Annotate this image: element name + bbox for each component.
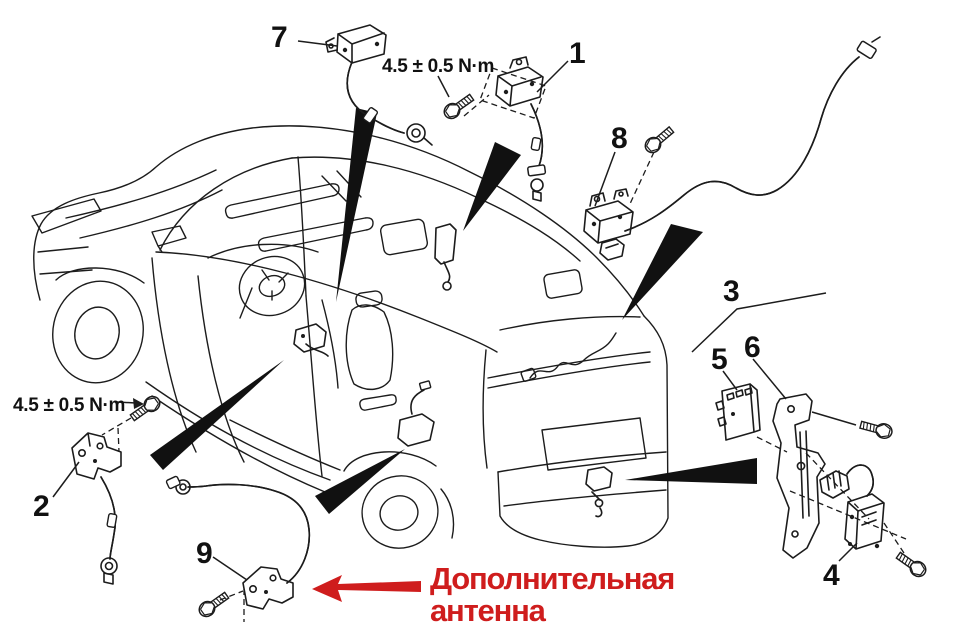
bolt-icon bbox=[440, 90, 477, 123]
roof-rail-1 bbox=[224, 183, 340, 219]
torque-label-left: 4.5 ± 0.5 N·m bbox=[13, 395, 125, 416]
front-wheel-hub bbox=[74, 306, 120, 360]
leader-torque-left bbox=[116, 401, 137, 404]
pointer-wedge-tailgate bbox=[625, 458, 757, 484]
callout-4: 4 bbox=[823, 559, 840, 592]
callout-2: 2 bbox=[33, 490, 50, 523]
red-arrow bbox=[312, 575, 421, 602]
annotation-line1: Дополнительная bbox=[430, 561, 674, 596]
part-7-grommet bbox=[406, 123, 426, 143]
callout-labels: 1 2 3 4 5 6 7 8 9 bbox=[33, 21, 840, 592]
leader-6 bbox=[752, 358, 787, 400]
bolt-icon bbox=[127, 392, 164, 425]
console-edge bbox=[229, 299, 341, 471]
front-seat bbox=[345, 304, 394, 391]
callout-5: 5 bbox=[711, 343, 728, 376]
annotation-line2: антенна bbox=[430, 593, 547, 624]
front-wheel-arch bbox=[55, 267, 145, 284]
part-1-cable bbox=[530, 103, 544, 167]
steering-wheel bbox=[238, 255, 306, 317]
pointer-wedge-quarter bbox=[622, 224, 703, 320]
bolt-icon bbox=[858, 417, 895, 441]
rear-wheel-arch bbox=[343, 451, 455, 539]
callout-6: 6 bbox=[744, 331, 761, 364]
front-doorway bbox=[197, 275, 323, 477]
headrest bbox=[355, 290, 383, 308]
bolt-icon bbox=[195, 588, 232, 621]
tailgate-latch-antenna bbox=[585, 466, 613, 518]
door-bottom bbox=[145, 381, 331, 493]
tailgate-top bbox=[499, 315, 641, 331]
front-door-line bbox=[151, 257, 197, 453]
leader-8 bbox=[594, 151, 616, 207]
steering-spokes bbox=[261, 269, 289, 301]
callout-1: 1 bbox=[569, 37, 586, 70]
roof-rail-2 bbox=[257, 217, 374, 252]
rear-wheel-hub bbox=[379, 495, 419, 531]
pointer-wedge-front-door bbox=[150, 360, 284, 470]
red-annotation: Дополнительная антенна bbox=[312, 561, 675, 624]
part-7-antenna-module bbox=[325, 24, 433, 146]
rear-door-lock-actuator bbox=[397, 380, 435, 447]
rear-quarter-harness bbox=[520, 332, 617, 382]
part-5-module bbox=[715, 383, 761, 441]
leader-1 bbox=[536, 60, 569, 93]
torque-label-top: 4.5 ± 0.5 N·m bbox=[382, 56, 494, 77]
part-1-antenna-module bbox=[495, 56, 547, 202]
part-9-connector bbox=[175, 479, 191, 495]
pointer-wedge-console bbox=[336, 108, 377, 302]
leader-2 bbox=[52, 461, 80, 498]
dashboard bbox=[207, 243, 319, 319]
pointer-wedge-bpillar bbox=[463, 142, 521, 231]
b-pillar-antenna bbox=[434, 223, 457, 291]
rear-door-handle bbox=[359, 394, 397, 411]
car-rear-edge bbox=[497, 315, 669, 548]
part-8-antenna-module bbox=[583, 36, 881, 261]
leader-lines bbox=[52, 40, 858, 581]
windshield-edge bbox=[159, 157, 293, 251]
callout-7: 7 bbox=[271, 21, 288, 54]
leader-bracket-axis bbox=[811, 411, 857, 426]
sunroof bbox=[379, 218, 429, 256]
leader-3-bracket bbox=[691, 292, 827, 353]
steering-hub bbox=[258, 274, 286, 298]
torque-labels: 4.5 ± 0.5 N·m 4.5 ± 0.5 N·m bbox=[13, 56, 494, 416]
rear-wheel bbox=[361, 475, 439, 549]
floor-console-antenna bbox=[293, 323, 329, 357]
part-9-additional-antenna bbox=[165, 475, 311, 610]
car-illustration bbox=[31, 125, 669, 549]
rear-roof-panel bbox=[543, 269, 583, 299]
callout-8: 8 bbox=[611, 122, 628, 155]
leader-7 bbox=[297, 40, 338, 47]
front-wheel bbox=[52, 280, 144, 384]
part-6-bracket bbox=[772, 393, 826, 559]
tailgate-window-sill bbox=[487, 351, 651, 389]
b-pillar bbox=[297, 156, 307, 297]
callout-9: 9 bbox=[196, 537, 213, 570]
pointer-wedge-rear-door bbox=[315, 449, 405, 514]
leader-torque-top bbox=[437, 75, 450, 98]
part-2-antenna-module bbox=[71, 432, 122, 585]
part-8-connector bbox=[856, 40, 877, 60]
grille-lines bbox=[37, 246, 93, 275]
tailgate-left-edge bbox=[482, 349, 488, 469]
dashed-box-part-1 bbox=[479, 67, 547, 119]
callout-3: 3 bbox=[723, 275, 740, 308]
hood-creases bbox=[65, 169, 223, 239]
rear-bumper bbox=[497, 451, 667, 507]
pointer-wedges bbox=[150, 108, 757, 514]
torque-left-arrowhead bbox=[133, 398, 144, 409]
tailgate-garnish bbox=[541, 417, 647, 471]
bolt-icon bbox=[893, 548, 930, 581]
leader-9 bbox=[212, 556, 248, 581]
side-mirror bbox=[151, 225, 187, 253]
headlight bbox=[31, 198, 102, 234]
leader-5 bbox=[722, 370, 738, 391]
dashed-lines bbox=[101, 67, 907, 622]
bolt-icon bbox=[641, 123, 677, 157]
roof-inner-line bbox=[291, 156, 581, 262]
leader-4 bbox=[838, 542, 858, 562]
